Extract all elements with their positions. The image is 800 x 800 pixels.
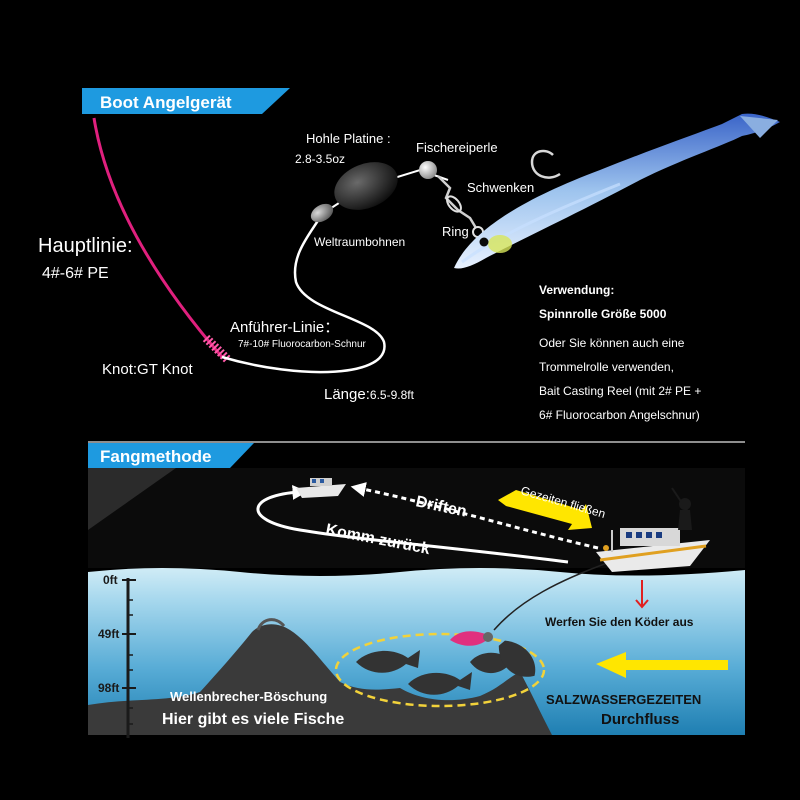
- main-line: [92, 117, 224, 358]
- usage-line3: Bait Casting Reel (mit 2# PE +: [539, 384, 701, 398]
- usage-line2: Trommelrolle verwenden,: [539, 360, 674, 374]
- cast-line: [493, 561, 611, 631]
- tide-line1-label: SALZWASSERGEZEITEN: [546, 692, 701, 707]
- soft-lure-icon: [454, 113, 780, 269]
- usage-line1: Oder Sie können auch eine: [539, 336, 685, 350]
- fish-zone: [334, 632, 546, 708]
- space-bean-icon: [310, 203, 334, 223]
- depth-98-label: 98ft: [98, 681, 119, 695]
- sinker-label: Hohle Platine :: [306, 131, 391, 146]
- depth-ruler: [122, 578, 136, 738]
- lure-in-water-icon: [450, 631, 493, 646]
- usage-reel: Spinnrolle Größe 5000: [539, 307, 667, 321]
- bean-label: Weltraumbohnen: [314, 235, 405, 249]
- tide-arrow-top: [498, 490, 592, 530]
- usage-block: Verwendung: Spinnrolle Größe 5000 Oder S…: [539, 283, 701, 422]
- cast-label: Werfen Sie den Köder aus: [545, 615, 694, 629]
- method-section: Fangmethode: [88, 441, 745, 738]
- breakwater-rock: [88, 624, 552, 735]
- length-label: Länge:6.5-9.8ft: [324, 386, 415, 403]
- small-boat-icon: [296, 478, 346, 498]
- sinker-spec: 2.8-3.5oz: [295, 152, 345, 166]
- length-value: 6.5-9.8ft: [370, 388, 415, 402]
- rig-header-title: Boot Angelgerät: [100, 93, 232, 112]
- swivel-label: Schwenken: [467, 180, 534, 195]
- depth-0-label: 0ft: [103, 573, 118, 587]
- rig-header: Boot Angelgerät: [82, 88, 290, 114]
- usage-title: Verwendung:: [539, 283, 614, 297]
- leader-spec: 7#-10# Fluorocarbon-Schnur: [238, 339, 367, 350]
- gt-knot-icon: [202, 334, 232, 364]
- knot-label: Knot:GT Knot: [102, 361, 193, 378]
- tide-arrow-bottom: [596, 652, 728, 678]
- fisherman-icon: [671, 487, 692, 530]
- fishing-boat-icon: [596, 528, 710, 572]
- usage-line4: 6# Fluorocarbon Angelschnur): [539, 408, 700, 422]
- leader-line: [221, 213, 386, 374]
- drift-arrow: [350, 482, 599, 550]
- many-fish-label: Hier gibt es viele Fische: [162, 711, 344, 728]
- bead-label: Fischereiperle: [416, 140, 498, 155]
- fish-icon: [356, 640, 536, 695]
- breakwater-label: Wellenbrecher-Böschung: [170, 689, 327, 704]
- leader-label: Anführer-Linie：: [230, 319, 339, 336]
- length-prefix: Länge:: [324, 386, 370, 403]
- method-header-title: Fangmethode: [100, 447, 211, 466]
- come-back-arrow: [256, 484, 569, 564]
- sky-corner: [88, 468, 176, 530]
- ring-label: Ring: [442, 224, 469, 239]
- swivel-icon: [437, 175, 478, 229]
- drop-arrow-icon: [635, 580, 649, 609]
- sinker-icon: [334, 162, 398, 210]
- rig-section: Boot Angelgerät Hohle Platine :: [38, 88, 780, 403]
- rock-highlight: [256, 618, 286, 631]
- bead-icon: [419, 161, 437, 179]
- depth-49-label: 49ft: [98, 627, 119, 641]
- main-line-spec: 4#-6# PE: [42, 265, 109, 282]
- tide-line2-label: Durchfluss: [601, 711, 679, 728]
- hook-icon: [530, 149, 561, 179]
- main-line-label: Hauptlinie:: [38, 235, 133, 257]
- method-header: Fangmethode: [88, 443, 254, 468]
